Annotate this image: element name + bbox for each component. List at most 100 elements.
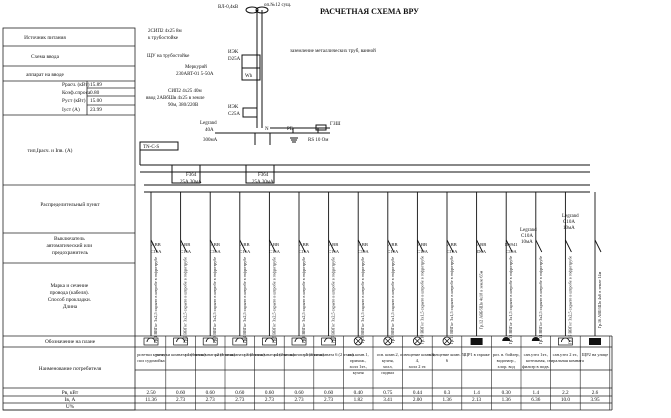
- breaker-symbol: [268, 239, 276, 253]
- lamp-cross-icon: [414, 337, 421, 345]
- pv-value: 0.60: [324, 390, 333, 396]
- breaker-brand: АВВ: [210, 242, 219, 247]
- socket-arc-icon: [176, 337, 185, 343]
- label-cable-line2: провода (кабеля).: [50, 289, 89, 296]
- label-cable-line4: Длина: [63, 304, 78, 310]
- cable-label: Гр.1 ВВГнг 3х2,5 скрыто в штробе в гофро…: [153, 257, 159, 343]
- value-p-install: 15.00: [90, 98, 102, 104]
- label-du: U%: [66, 404, 75, 410]
- cable3-label: ввод 2АВбШв 4х25 в земле: [146, 96, 205, 101]
- pv-value: 0.60: [294, 390, 303, 396]
- cable-label: Гр.14 ВВГнг 3х2,5 скрыто в штробе в гофр…: [538, 256, 544, 344]
- legrand2-label: Legrand: [520, 228, 537, 233]
- n-label: N: [265, 127, 269, 132]
- f364-2-rating: 25А 30мА: [252, 180, 274, 185]
- rs-label: RS 10 Ом: [308, 138, 329, 143]
- gzsh-label: ГЗШ: [330, 122, 341, 127]
- consumer-name: водонагр.,: [497, 358, 516, 364]
- consumer-name: розетки комната 6 (2 этаж): [304, 352, 354, 357]
- consumer-name: стиральная комната: [547, 358, 584, 363]
- pe-label: PE: [287, 127, 293, 132]
- label-iv: Iв, А: [65, 397, 76, 403]
- breaker-rating: С16А: [239, 249, 251, 254]
- breaker-brand: АВВ: [477, 242, 486, 247]
- c10b-ma: 10мА: [563, 226, 575, 231]
- label-p-install: Руст (кВт): [62, 97, 86, 104]
- left-param-labels: Ррасч. (кВт) Коэф.спроса Руст (кВт) Iуст…: [62, 81, 102, 113]
- label-plan-symbol: Обозначение на плане: [45, 338, 96, 345]
- socket-arc-icon: [146, 337, 156, 343]
- socket-arc-icon: [235, 337, 245, 343]
- breaker-rating: С16А: [210, 249, 222, 254]
- breaker-rating: С10А: [506, 249, 518, 254]
- consumer-name: сан.узел 1эт.,: [524, 352, 548, 358]
- breaker-symbol: [328, 239, 336, 253]
- consumer-name: холл 2 эт.: [409, 364, 427, 369]
- breaker-brand: АВВ: [358, 242, 367, 247]
- cable-label: Гр.8 ВВГнг 3х1,5 скрыто в штробе в гофро…: [360, 257, 366, 343]
- pv-value: 0.60: [235, 390, 244, 396]
- pv-value: 0.60: [176, 390, 185, 396]
- consumer-name: кухня: [353, 370, 364, 375]
- table-grid: [2, 27, 613, 411]
- lamp-icon: [412, 336, 422, 346]
- breaker-symbol: [298, 239, 306, 253]
- meter-model: 230ART-01 5-50A: [176, 72, 214, 77]
- pv-value: 0.60: [206, 390, 215, 396]
- breaker-symbol: [357, 239, 365, 253]
- iv-value: 3.41: [383, 397, 392, 403]
- iv-value: 6.36: [531, 397, 540, 403]
- breaker-rating: С16А: [151, 249, 163, 254]
- cable-label: Гр.16 АВБбШв 4х6 в земле 14м: [597, 271, 602, 328]
- pv-value: 2.6: [592, 390, 599, 396]
- cable-label: Гр.13 ВВГнг 3х1,5 скрыто в штробе в гофр…: [508, 256, 514, 344]
- breaker-rating: С10А: [387, 249, 399, 254]
- panel-icon: [589, 338, 601, 345]
- pv-value: 2.50: [146, 390, 155, 396]
- consumer-name: роз. в. бойлер,: [493, 352, 520, 358]
- iv-value: 1.36: [442, 397, 451, 403]
- half-socket-icon: [531, 337, 540, 341]
- breaker-brand: DS941: [505, 242, 518, 247]
- ize1-label: ИЭК: [228, 50, 239, 55]
- breaker-symbol: [476, 239, 484, 253]
- consumer-name: ЩР2 на улице: [582, 352, 608, 357]
- consumer-name: осв. комн.2,: [377, 352, 399, 358]
- d25-label: D25A: [228, 57, 241, 62]
- consumer-name: освещение комн. 5,: [429, 352, 465, 358]
- breaker-symbol: [180, 239, 188, 253]
- breaker-symbol: [505, 239, 513, 253]
- label-consumer-name: Наименование потребителя: [39, 365, 102, 372]
- pv-value: 0.30: [502, 390, 511, 396]
- iv-value: 2.73: [265, 397, 274, 403]
- breaker-rating: С10А: [447, 249, 459, 254]
- breaker-brand: АВВ: [299, 242, 308, 247]
- socket-arc-icon: [324, 337, 333, 343]
- f364-2: F364: [258, 173, 269, 178]
- input-circuit: [139, 6, 590, 193]
- top-labels: ВЛ-0,4кВ оп.№12 сущ. 2СИП2 4х25 8м к тру…: [143, 2, 579, 245]
- label-breaker-line1: Выключатель: [54, 236, 85, 242]
- consumer-name: розетки комната 4 (2 этаж): [244, 352, 294, 357]
- page-title: РАСЧЕТНАЯ СХЕМА ВРУ: [320, 7, 419, 16]
- consumer-name: подвал: [381, 370, 395, 375]
- lamp-icon: [442, 336, 452, 346]
- legrand1-label: Legrand: [200, 121, 217, 126]
- label-breaker-line3: предохранитель: [52, 250, 89, 256]
- cable2-label: СИП2 4х25 40м: [168, 89, 203, 94]
- cable-label: Гр.2 ВВГнг 3х2,5 скрыто в штробе в гофро…: [183, 257, 189, 343]
- breaker-symbol: [150, 239, 158, 253]
- tncs-label: TN-C-S: [143, 145, 159, 150]
- vl-label: ВЛ-0,4кВ: [218, 5, 239, 10]
- c25-label: С25А: [228, 112, 240, 117]
- half-socket-icon: [502, 337, 511, 341]
- ize2-label: ИЭК: [228, 105, 239, 110]
- iv-value: 10.0: [561, 397, 570, 403]
- consumer-name: освещение комн.3,: [400, 352, 435, 358]
- grounding-label: заземление металлических труб, ванной: [290, 49, 376, 54]
- label-type-rating: тип,Iрасч. и Iпв. (А): [28, 147, 73, 154]
- label-breaker-line2: автоматический или: [47, 242, 93, 249]
- consumer-name: розетки кухня,: [137, 352, 165, 358]
- left-labels: Источник питания Схема ввода аппарат на …: [24, 35, 102, 410]
- cable-label: Гр.15 ВВГнг 3х2,5 скрыто в штробе в гофр…: [567, 256, 573, 344]
